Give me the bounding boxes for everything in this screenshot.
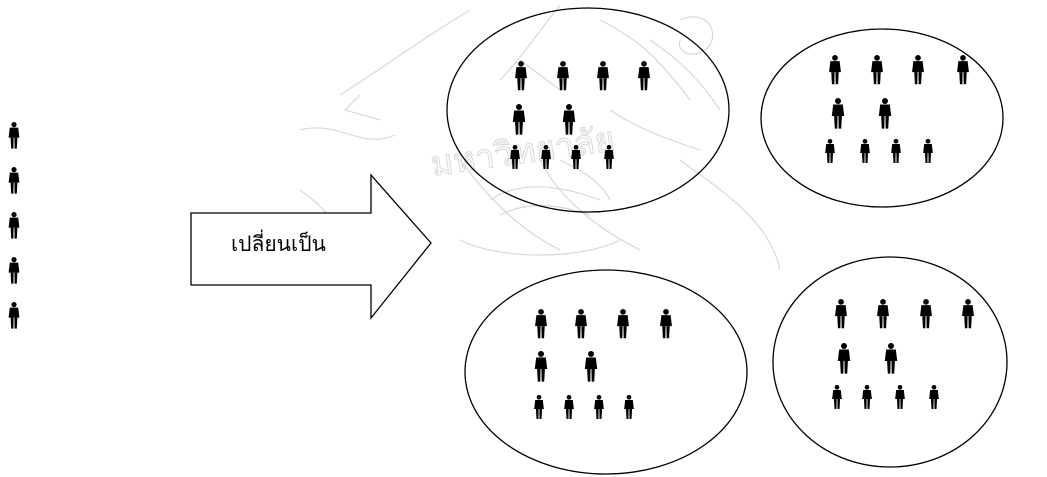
person-icon <box>534 351 548 382</box>
person-icon <box>929 385 939 409</box>
person-icon <box>8 122 20 149</box>
person-icon <box>912 55 924 85</box>
arrow-label: เปลี่ยนเป็น <box>231 229 326 256</box>
person-icon <box>515 61 527 91</box>
person-icon <box>541 145 551 169</box>
person-icon <box>957 55 969 85</box>
person-icon <box>512 104 526 135</box>
person-icon <box>8 257 20 284</box>
person-icon <box>860 139 870 163</box>
person-icon <box>884 343 898 374</box>
person-icon <box>638 61 650 91</box>
person-icon <box>564 395 574 419</box>
person-icon <box>571 145 581 169</box>
person-icon <box>837 343 851 374</box>
group-people <box>534 309 672 419</box>
person-icon <box>923 139 933 163</box>
person-icon <box>871 55 883 85</box>
person-icon <box>510 145 520 169</box>
person-icon <box>575 309 587 339</box>
group-people <box>832 299 974 409</box>
person-icon <box>594 395 604 419</box>
person-icon <box>617 309 629 339</box>
person-icon <box>877 299 889 329</box>
person-icon <box>831 98 845 129</box>
person-icon <box>920 299 932 329</box>
person-icon <box>584 351 598 382</box>
group-people <box>510 61 650 169</box>
person-icon <box>835 299 847 329</box>
person-icon <box>557 61 569 91</box>
person-icon <box>604 145 614 169</box>
person-icon <box>534 395 544 419</box>
person-icon <box>832 385 842 409</box>
person-icon <box>962 299 974 329</box>
group-people <box>825 55 969 163</box>
group-ellipse-bottom-left <box>464 269 748 475</box>
transform-arrow: เปลี่ยนเป็น <box>190 173 432 320</box>
group-ellipse-top-right <box>760 28 1004 208</box>
person-icon <box>895 385 905 409</box>
person-icon <box>862 385 872 409</box>
person-icon <box>535 309 547 339</box>
person-icon <box>825 139 835 163</box>
person-icon <box>878 98 892 129</box>
people-groups <box>510 55 974 419</box>
person-icon <box>660 309 672 339</box>
watermark-text: มหาวิทยาลัย <box>428 119 617 184</box>
person-icon <box>597 61 609 91</box>
transform-arrow-shape <box>190 173 432 320</box>
person-icon <box>8 212 20 239</box>
person-icon <box>8 167 20 194</box>
source-people-column <box>8 122 20 329</box>
person-icon <box>562 104 576 135</box>
group-ellipse-bottom-right <box>772 256 1008 468</box>
group-ellipse-top-left <box>446 7 730 213</box>
person-icon <box>829 55 841 85</box>
person-icon <box>8 302 20 329</box>
person-icon <box>624 395 634 419</box>
person-icon <box>891 139 901 163</box>
